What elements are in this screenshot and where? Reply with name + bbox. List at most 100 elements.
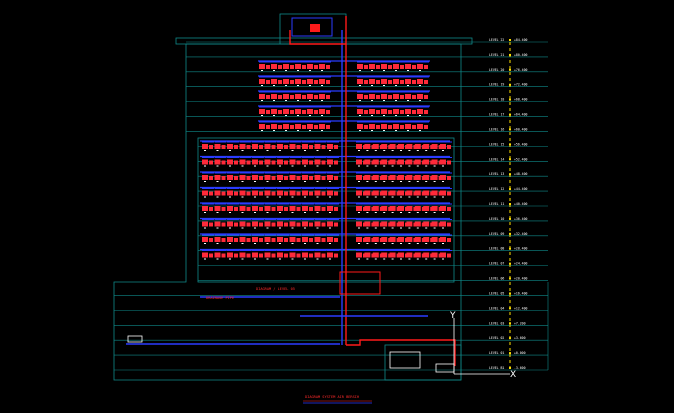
sanitary-fixture <box>327 250 339 260</box>
fixture-body <box>357 79 363 84</box>
fixture-body <box>296 176 301 180</box>
fixture-body <box>364 206 371 211</box>
fixture-body <box>264 221 271 227</box>
fixture-body <box>424 65 428 69</box>
fixture-body <box>334 253 338 258</box>
sanitary-fixture <box>295 121 307 131</box>
fixture-valve <box>321 100 323 101</box>
fixture-valve <box>279 181 281 182</box>
fixture-body <box>327 237 333 242</box>
sanitary-fixture <box>289 234 302 244</box>
fixture-body <box>431 190 438 196</box>
fixture-body <box>271 176 276 180</box>
fixture-body <box>309 191 313 196</box>
fixture-valve <box>433 181 436 182</box>
fixture-body <box>398 159 404 165</box>
fixture-valve <box>374 181 377 182</box>
fixture-body <box>400 65 404 69</box>
fixture-body <box>393 124 399 129</box>
fixture-body <box>309 160 313 165</box>
fixture-body <box>417 64 423 69</box>
fixture-body <box>321 191 326 196</box>
sanitary-fixture <box>264 219 277 229</box>
sanitary-fixture <box>202 141 214 151</box>
fixture-valve <box>366 150 369 151</box>
sanitary-fixture <box>252 250 264 260</box>
fixture-valve <box>304 227 306 229</box>
fixture-valve <box>371 100 373 101</box>
fixture-body <box>326 95 330 99</box>
fixture-body <box>302 125 306 129</box>
sanitary-fixture <box>227 141 239 151</box>
sanitary-fixture <box>314 234 327 244</box>
sanitary-fixture <box>289 157 302 167</box>
fixture-valve <box>383 258 386 260</box>
fixture-body <box>283 109 289 114</box>
fixture-body <box>302 80 306 84</box>
fixture-valve <box>321 85 323 86</box>
fixture-body <box>309 145 313 149</box>
elevation-marker <box>509 352 511 355</box>
fixture-body <box>284 238 288 242</box>
fixture-valve <box>391 165 394 167</box>
fixture-body <box>284 160 288 165</box>
sanitary-fixture <box>252 157 264 167</box>
sanitary-fixture <box>289 250 302 260</box>
fixture-valve <box>229 150 231 151</box>
fixture-valve <box>366 258 369 260</box>
fixture-body <box>252 159 258 165</box>
fixture-valve <box>241 212 244 213</box>
fixture-body <box>283 79 289 84</box>
fixture-body <box>381 206 388 211</box>
fixture-body <box>389 237 396 242</box>
fixture-body <box>296 145 301 149</box>
level-name: LEVEL B1 <box>489 366 504 370</box>
fixture-body <box>364 144 371 149</box>
sanitary-fixture <box>314 141 327 151</box>
sanitary-fixture <box>227 250 239 260</box>
fixture-body <box>259 145 263 149</box>
fixture-body <box>321 160 326 165</box>
fixture-valve <box>329 181 331 182</box>
fixture-valve <box>416 227 419 229</box>
fixture-valve <box>316 258 319 260</box>
fixture-body <box>266 65 270 69</box>
fixture-valve <box>279 165 281 167</box>
fixture-valve <box>408 212 411 213</box>
fixture-body <box>364 175 371 180</box>
fixture-valve <box>204 212 206 213</box>
level-elevation: +56.400 <box>514 142 528 146</box>
fixture-valve <box>316 196 319 198</box>
sanitary-fixture <box>381 106 393 116</box>
fixture-valve <box>266 258 269 260</box>
fixture-body <box>356 175 362 180</box>
fixture-body <box>327 252 333 258</box>
fixture-valve <box>279 258 281 260</box>
fixture-body <box>234 238 238 242</box>
level-elevation: -3.600 <box>514 366 526 370</box>
fixture-valve <box>391 258 394 260</box>
fixture-valve <box>273 130 275 131</box>
fixture-valve <box>285 85 287 86</box>
fixture-body <box>295 64 301 69</box>
fixture-body <box>440 221 446 227</box>
fixture-body <box>227 252 233 258</box>
fixture-body <box>388 125 392 129</box>
fixture-body <box>431 159 438 165</box>
fixture-body <box>284 145 288 149</box>
fixture-body <box>202 175 208 180</box>
fixture-body <box>423 206 430 211</box>
fixture-body <box>307 124 313 129</box>
fixture-valve <box>304 212 306 213</box>
fixture-valve <box>291 165 294 167</box>
fixture-valve <box>229 196 231 198</box>
fixture-body <box>372 252 379 258</box>
fixture-body <box>376 110 380 114</box>
fixture-body <box>334 207 338 211</box>
axis-x-label: X <box>510 370 516 380</box>
level-elevation: +40.400 <box>514 202 528 206</box>
fixture-valve <box>285 115 287 116</box>
fixture-body <box>252 175 258 180</box>
fixture-body <box>369 94 375 99</box>
fixture-valve <box>425 196 428 198</box>
